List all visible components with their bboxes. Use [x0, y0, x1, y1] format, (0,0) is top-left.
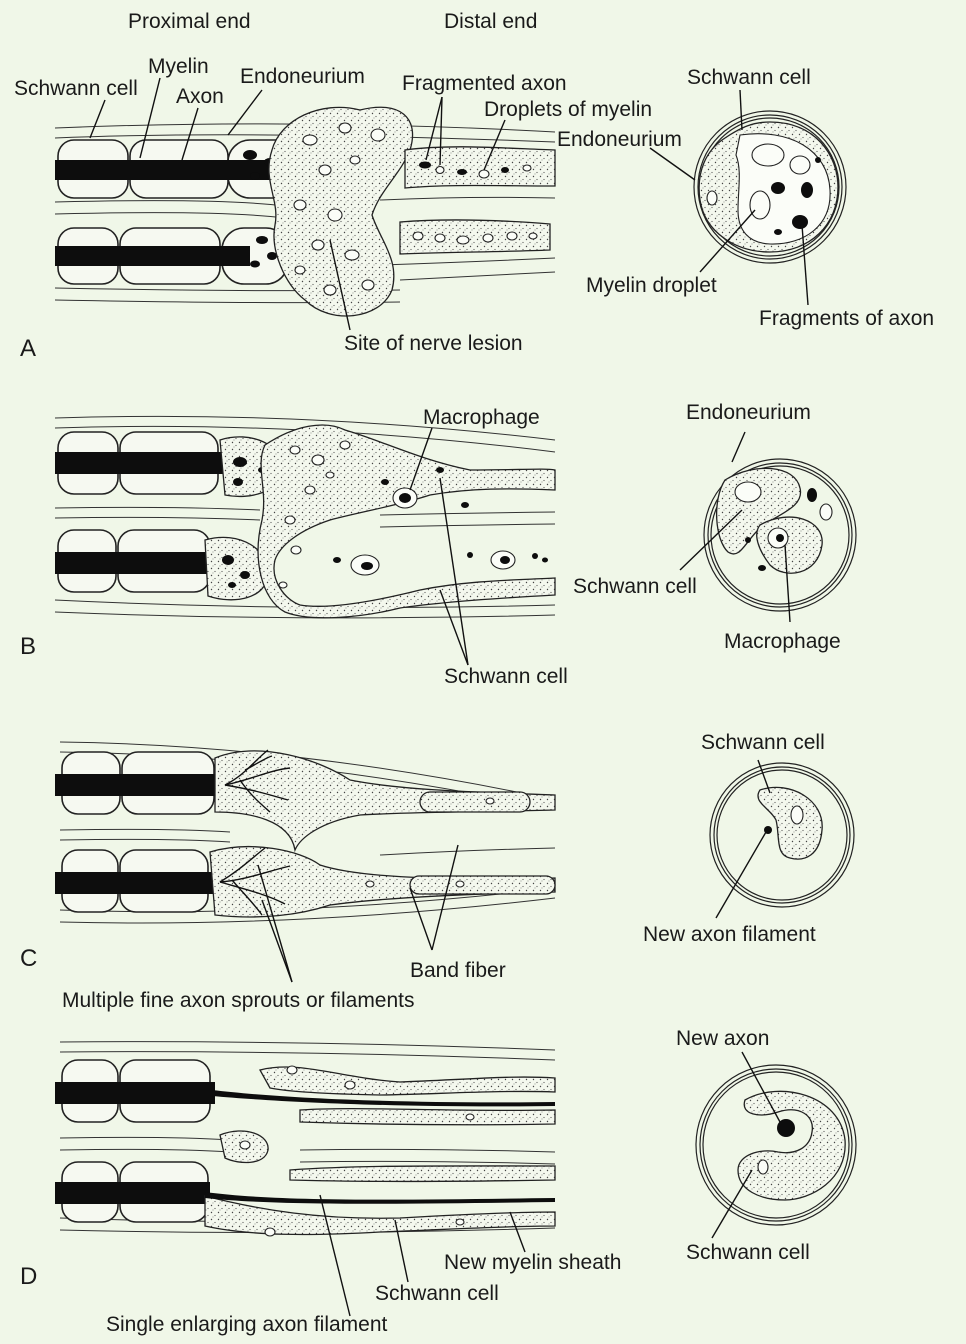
label-schwann-cell-d: Schwann cell [375, 1282, 499, 1305]
cs-c-label-new-axon-filament: New axon filament [643, 923, 816, 946]
cross-section-d [695, 1051, 857, 1239]
label-schwann-cell-b: Schwann cell [444, 665, 568, 688]
panel-a: Schwann cell Myelin Axon Endoneurium Fra… [14, 55, 934, 362]
label-myelin: Myelin [148, 55, 209, 78]
cross-section-b [679, 431, 857, 623]
label-droplets-of-myelin: Droplets of myelin [484, 98, 652, 121]
label-new-myelin-sheath: New myelin sheath [444, 1251, 621, 1274]
panel-letter-a: A [20, 335, 36, 362]
panel-d: New myelin sheath Schwann cell Single en… [20, 1027, 857, 1336]
label-site-of-nerve-lesion: Site of nerve lesion [344, 332, 523, 355]
proximal-end-label: Proximal end [128, 10, 251, 33]
panel-c-nerve-drawing [55, 741, 556, 983]
distal-end-label: Distal end [444, 10, 537, 33]
cs-a-label-schwann-cell: Schwann cell [687, 66, 811, 89]
panel-b: Macrophage Schwann cell B Endoneurium Sc… [20, 401, 857, 688]
panel-letter-c: C [20, 945, 37, 972]
panel-c: Band fiber Multiple fine axon sprouts or… [20, 731, 855, 1012]
cs-b-label-macrophage: Macrophage [724, 630, 841, 653]
cs-a-label-myelin-droplet: Myelin droplet [586, 274, 717, 297]
cs-d-label-new-axon: New axon [676, 1027, 769, 1050]
cs-c-label-schwann-cell: Schwann cell [701, 731, 825, 754]
cross-section-c [709, 759, 855, 919]
panel-b-nerve-drawing [54, 415, 556, 666]
label-schwann-cell: Schwann cell [14, 77, 138, 100]
cross-section-a [649, 89, 847, 306]
label-single-axon-filament: Single enlarging axon filament [106, 1313, 388, 1336]
label-band-fiber: Band fiber [410, 959, 506, 982]
panel-letter-d: D [20, 1263, 37, 1290]
cs-b-label-schwann-cell: Schwann cell [573, 575, 697, 598]
cs-a-label-fragments-of-axon: Fragments of axon [759, 307, 934, 330]
cs-b-label-endoneurium: Endoneurium [686, 401, 811, 424]
label-endoneurium: Endoneurium [240, 65, 365, 88]
panel-d-nerve-drawing [55, 1041, 556, 1317]
label-fragmented-axon: Fragmented axon [402, 72, 567, 95]
panel-a-nerve-drawing [54, 77, 556, 331]
label-axon: Axon [176, 85, 224, 108]
panel-letter-b: B [20, 633, 36, 660]
label-axon-sprouts: Multiple fine axon sprouts or filaments [62, 989, 415, 1012]
cs-d-label-schwann-cell: Schwann cell [686, 1241, 810, 1264]
cs-a-label-endoneurium: Endoneurium [557, 128, 682, 151]
label-macrophage: Macrophage [423, 406, 540, 429]
